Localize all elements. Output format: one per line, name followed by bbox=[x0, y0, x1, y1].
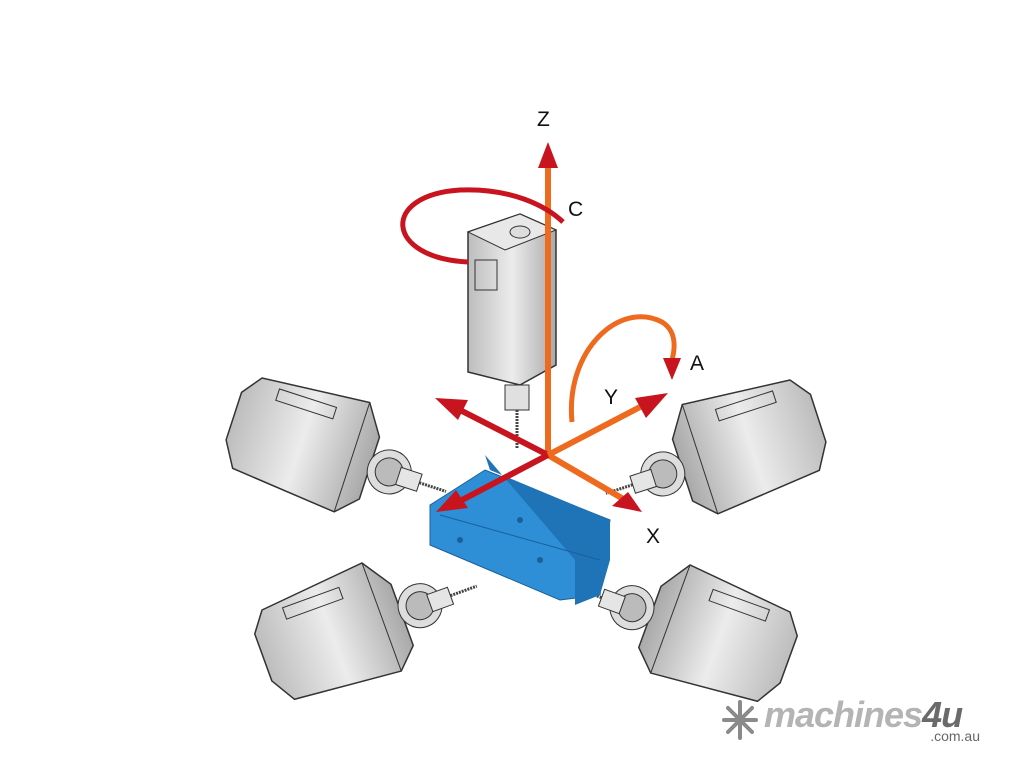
c-axis-label: C bbox=[568, 198, 583, 221]
axis-arrows bbox=[400, 142, 681, 512]
z-axis-label: Z bbox=[537, 108, 550, 131]
logo-wordmark: machines4u bbox=[764, 694, 963, 735]
workpiece bbox=[429, 455, 611, 605]
spindle-vertical bbox=[466, 213, 558, 448]
spindle-right-upper bbox=[585, 364, 839, 547]
z-arrow-head bbox=[538, 142, 558, 168]
snowflake-icon bbox=[722, 700, 758, 740]
x-axis-label: X bbox=[646, 525, 660, 548]
spindle-left-upper bbox=[213, 362, 467, 545]
logo-domain: .com.au bbox=[930, 728, 980, 744]
y-axis-label: Y bbox=[604, 386, 618, 409]
machines4u-logo: machines4u .com.au bbox=[722, 694, 992, 748]
a-axis-label: A bbox=[690, 352, 704, 375]
